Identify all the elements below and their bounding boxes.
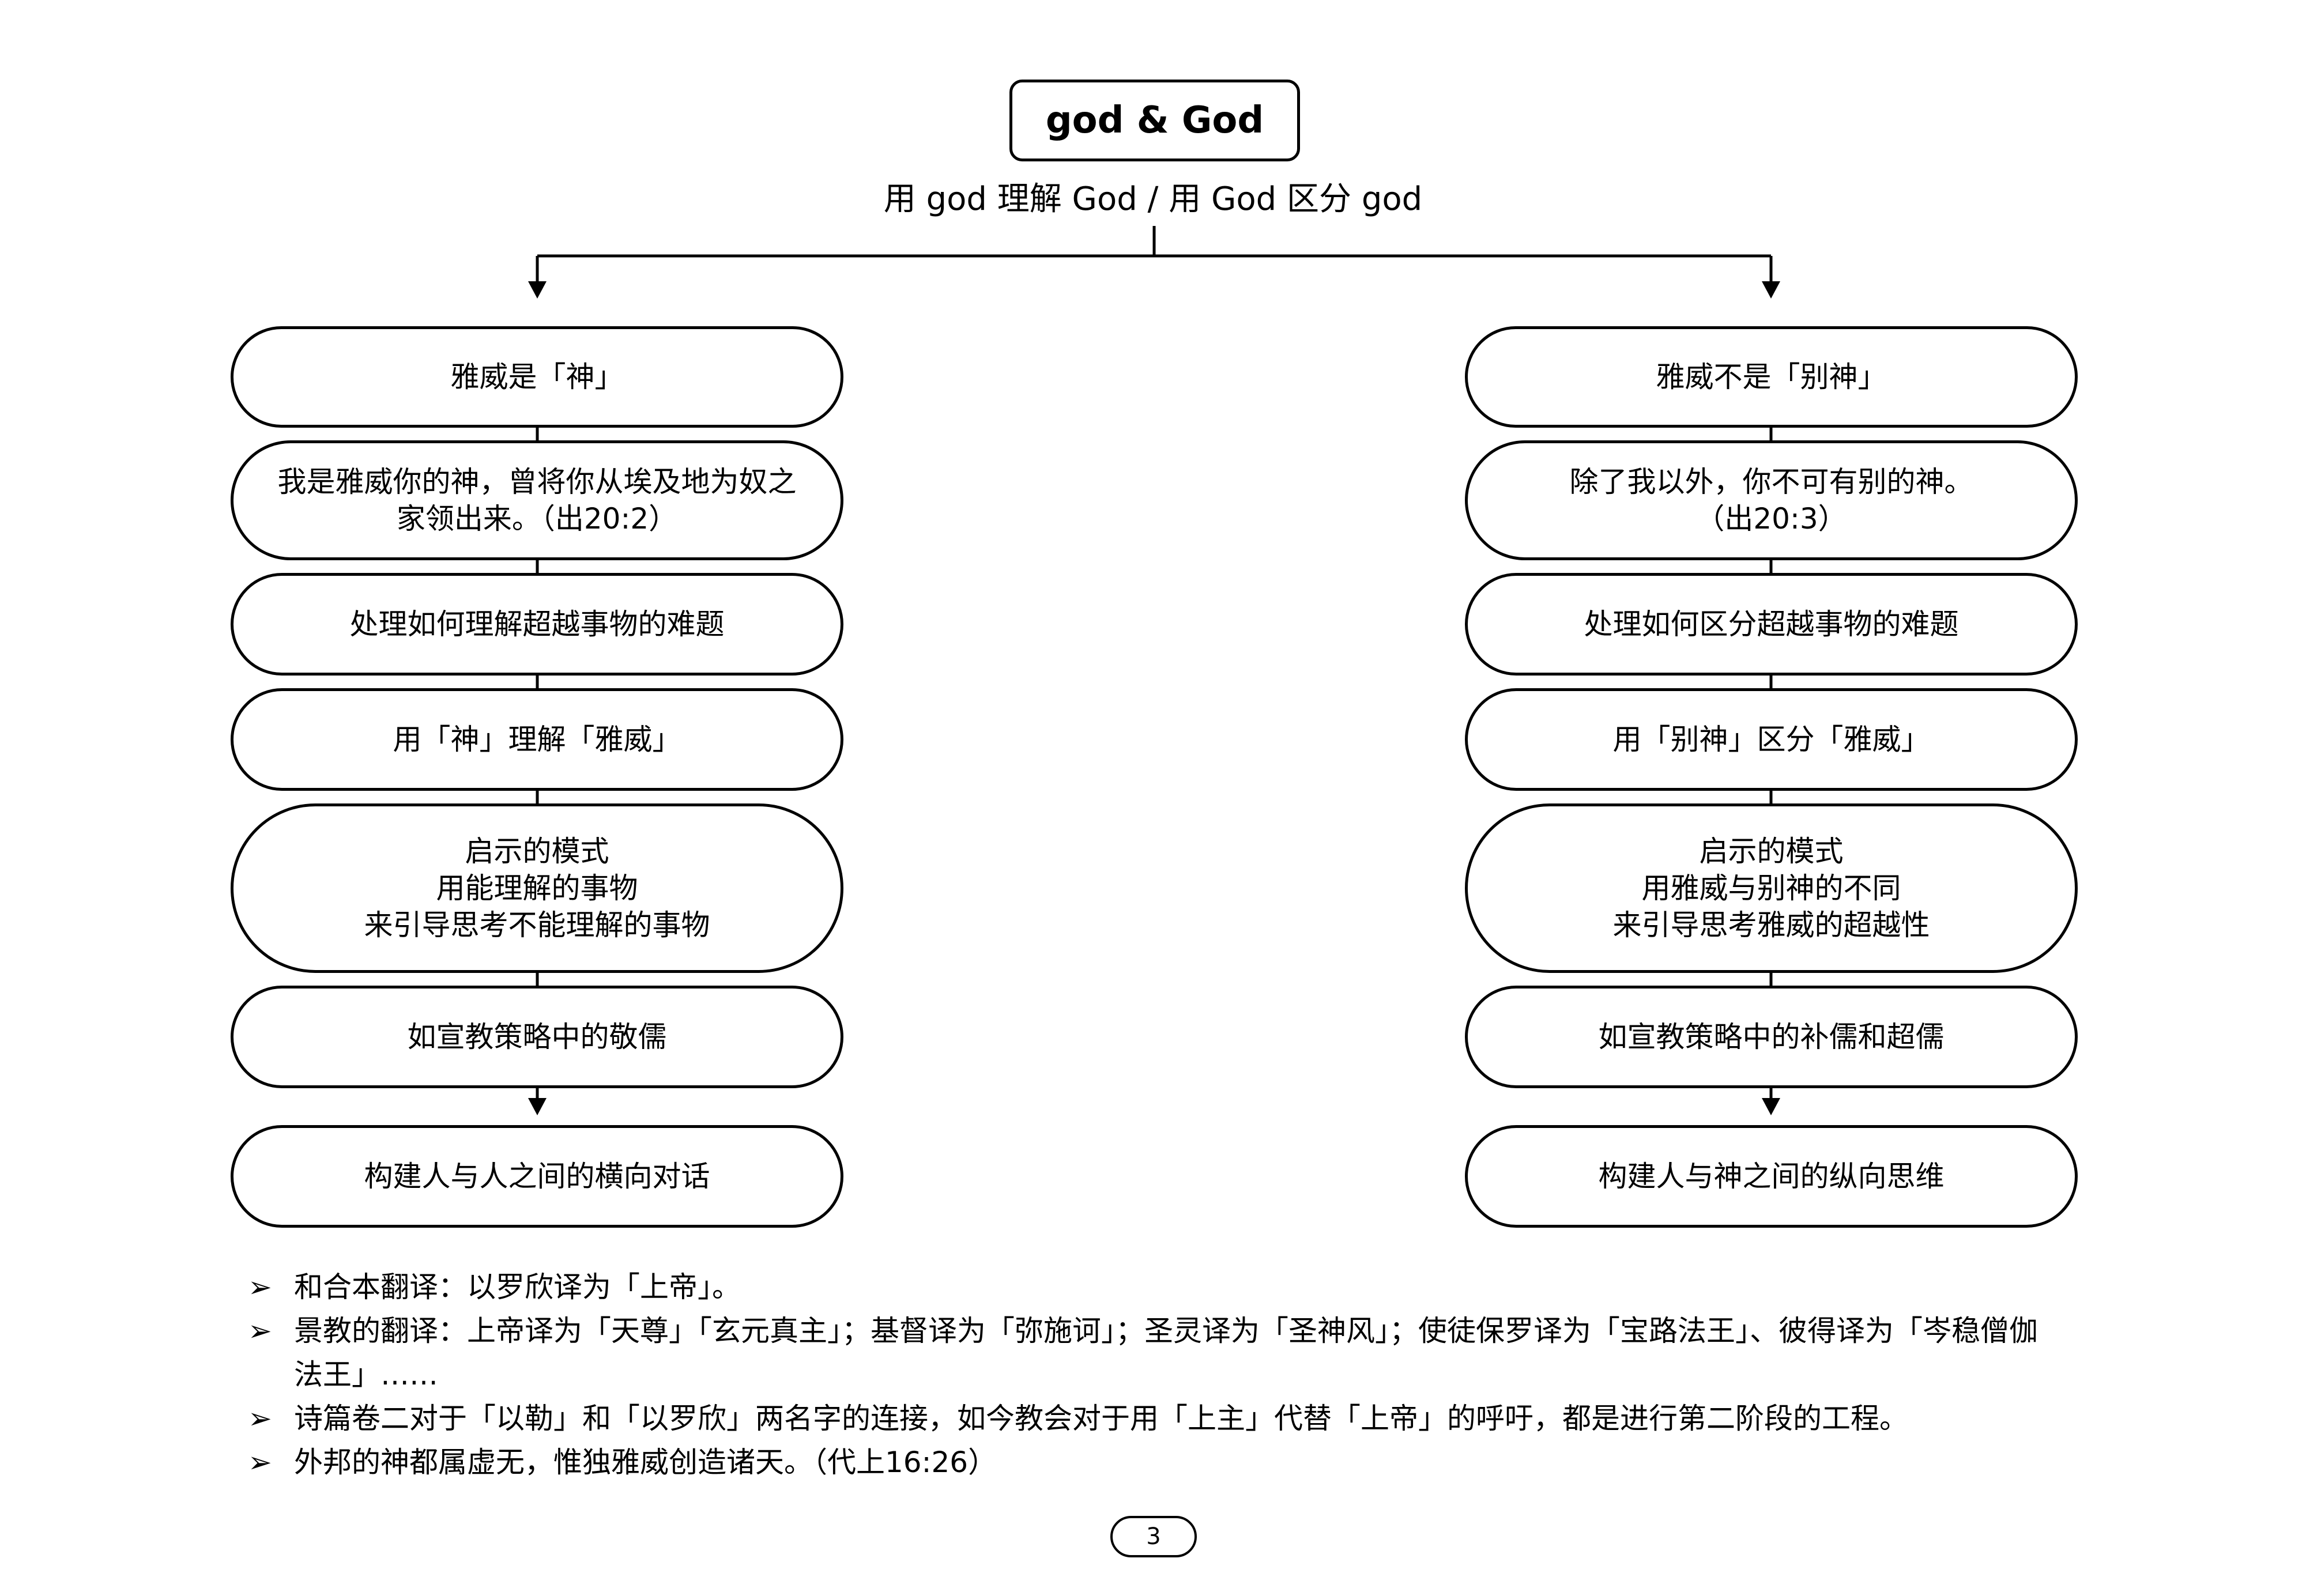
right-node-1: 雅威不是「别神」 xyxy=(1465,326,2078,428)
right-node-4: 用「别神」区分「雅威」 xyxy=(1465,688,2078,791)
arrow-bullet-icon: ➢ xyxy=(248,1270,272,1304)
page-number: 3 xyxy=(1110,1516,1197,1557)
right-node-2: 除了我以外，你不可有别的神。 （出20:3） xyxy=(1465,440,2078,560)
right-node-7: 构建人与神之间的纵向思维 xyxy=(1465,1125,2078,1228)
arrow-bullet-icon: ➢ xyxy=(248,1402,272,1435)
note-text: 和合本翻译：以罗欣译为「上帝」。 xyxy=(294,1270,741,1304)
left-node-2: 我是雅威你的神，曾将你从埃及地为奴之 家领出来。（出20:2） xyxy=(231,440,843,560)
arrow-bullet-icon: ➢ xyxy=(248,1314,272,1348)
left-branch-arrowhead xyxy=(528,281,547,299)
right-branch-arrowhead xyxy=(1762,281,1780,299)
left-node-3: 处理如何理解超越事物的难题 xyxy=(231,573,843,676)
left-bottom-arrowhead xyxy=(528,1098,547,1115)
arrow-bullet-icon: ➢ xyxy=(248,1446,272,1479)
left-node-1: 雅威是「神」 xyxy=(231,326,843,428)
note-item: ➢ 诗篇卷二对于「以勒」和「以罗欣」两名字的连接，如今教会对于用「上主」代替「上… xyxy=(248,1397,2064,1440)
note-text: 景教的翻译：上帝译为「天尊」「玄元真主」；基督译为「弥施诃」；圣灵译为「圣神风」… xyxy=(294,1314,2038,1391)
left-node-7: 构建人与人之间的横向对话 xyxy=(231,1125,843,1228)
right-node-5: 启示的模式 用雅威与别神的不同 来引导思考雅威的超越性 xyxy=(1465,803,2078,973)
note-item: ➢ 外邦的神都属虚无，惟独雅威创造诸天。（代上16:26） xyxy=(248,1440,2064,1484)
diagram-subtitle: 用 god 理解 God / 用 God 区分 god xyxy=(883,180,1423,218)
diagram-title-box: god & God xyxy=(1009,80,1300,161)
note-item: ➢ 和合本翻译：以罗欣译为「上帝」。 xyxy=(248,1265,2064,1309)
note-text: 诗篇卷二对于「以勒」和「以罗欣」两名字的连接，如今教会对于用「上主」代替「上帝」… xyxy=(294,1402,1908,1435)
left-node-5: 启示的模式 用能理解的事物 来引导思考不能理解的事物 xyxy=(231,803,843,973)
notes-list: ➢ 和合本翻译：以罗欣译为「上帝」。 ➢ 景教的翻译：上帝译为「天尊」「玄元真主… xyxy=(248,1265,2064,1484)
left-node-4: 用「神」理解「雅威」 xyxy=(231,688,843,791)
diagram-title: god & God xyxy=(1045,99,1264,142)
note-item: ➢ 景教的翻译：上帝译为「天尊」「玄元真主」；基督译为「弥施诃」；圣灵译为「圣神… xyxy=(248,1309,2064,1397)
left-node-6: 如宣教策略中的敬儒 xyxy=(231,986,843,1088)
right-node-3: 处理如何区分超越事物的难题 xyxy=(1465,573,2078,676)
right-node-6: 如宣教策略中的补儒和超儒 xyxy=(1465,986,2078,1088)
note-text: 外邦的神都属虚无，惟独雅威创造诸天。（代上16:26） xyxy=(294,1446,997,1479)
right-bottom-arrowhead xyxy=(1762,1098,1780,1115)
